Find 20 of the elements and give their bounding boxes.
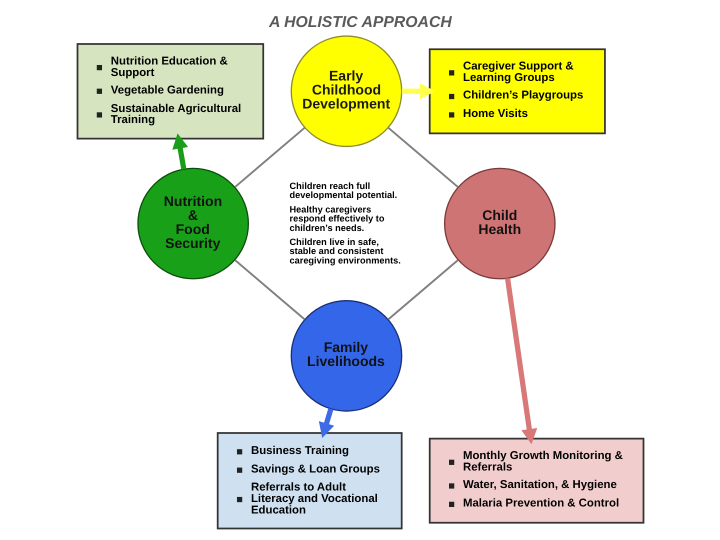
node-circle: Early Childhood Development xyxy=(290,35,402,148)
node-box: Business Training Savings & Loan Groups Referrals to Adult Literacy and Vocational Education xyxy=(216,432,402,530)
label: Healthy caregivers respond effectively to children’s needs. xyxy=(289,204,384,233)
arrow xyxy=(504,278,537,444)
connector xyxy=(234,127,305,188)
connector xyxy=(387,259,458,320)
node-circle: Child Health xyxy=(443,168,556,280)
label: Children live in safe, stable and consistent caregiving environments. xyxy=(289,236,400,266)
arrow xyxy=(401,83,435,100)
diagram-title: A HOLISTIC APPROACH xyxy=(268,14,452,31)
arrow xyxy=(172,133,188,170)
node-box: Caregiver Support & Learning Groups Children’s Playgroups Home Visits xyxy=(428,48,606,134)
arrow xyxy=(318,408,334,438)
node-box: Monthly Growth Monitoring & Referrals Water, Sanitation, & Hygiene Malaria Prevention & Control xyxy=(428,438,644,524)
node-box: Nutrition Education & Support Vegetable Gardening Sustainable Agricultural Training xyxy=(76,43,264,140)
node-circle: Family Livelihoods xyxy=(290,300,402,412)
node-circle: Nutrition & Food Security xyxy=(136,168,249,280)
label: Children reach full developmental potential. xyxy=(289,180,397,200)
connector xyxy=(234,259,305,320)
connector xyxy=(387,127,458,188)
